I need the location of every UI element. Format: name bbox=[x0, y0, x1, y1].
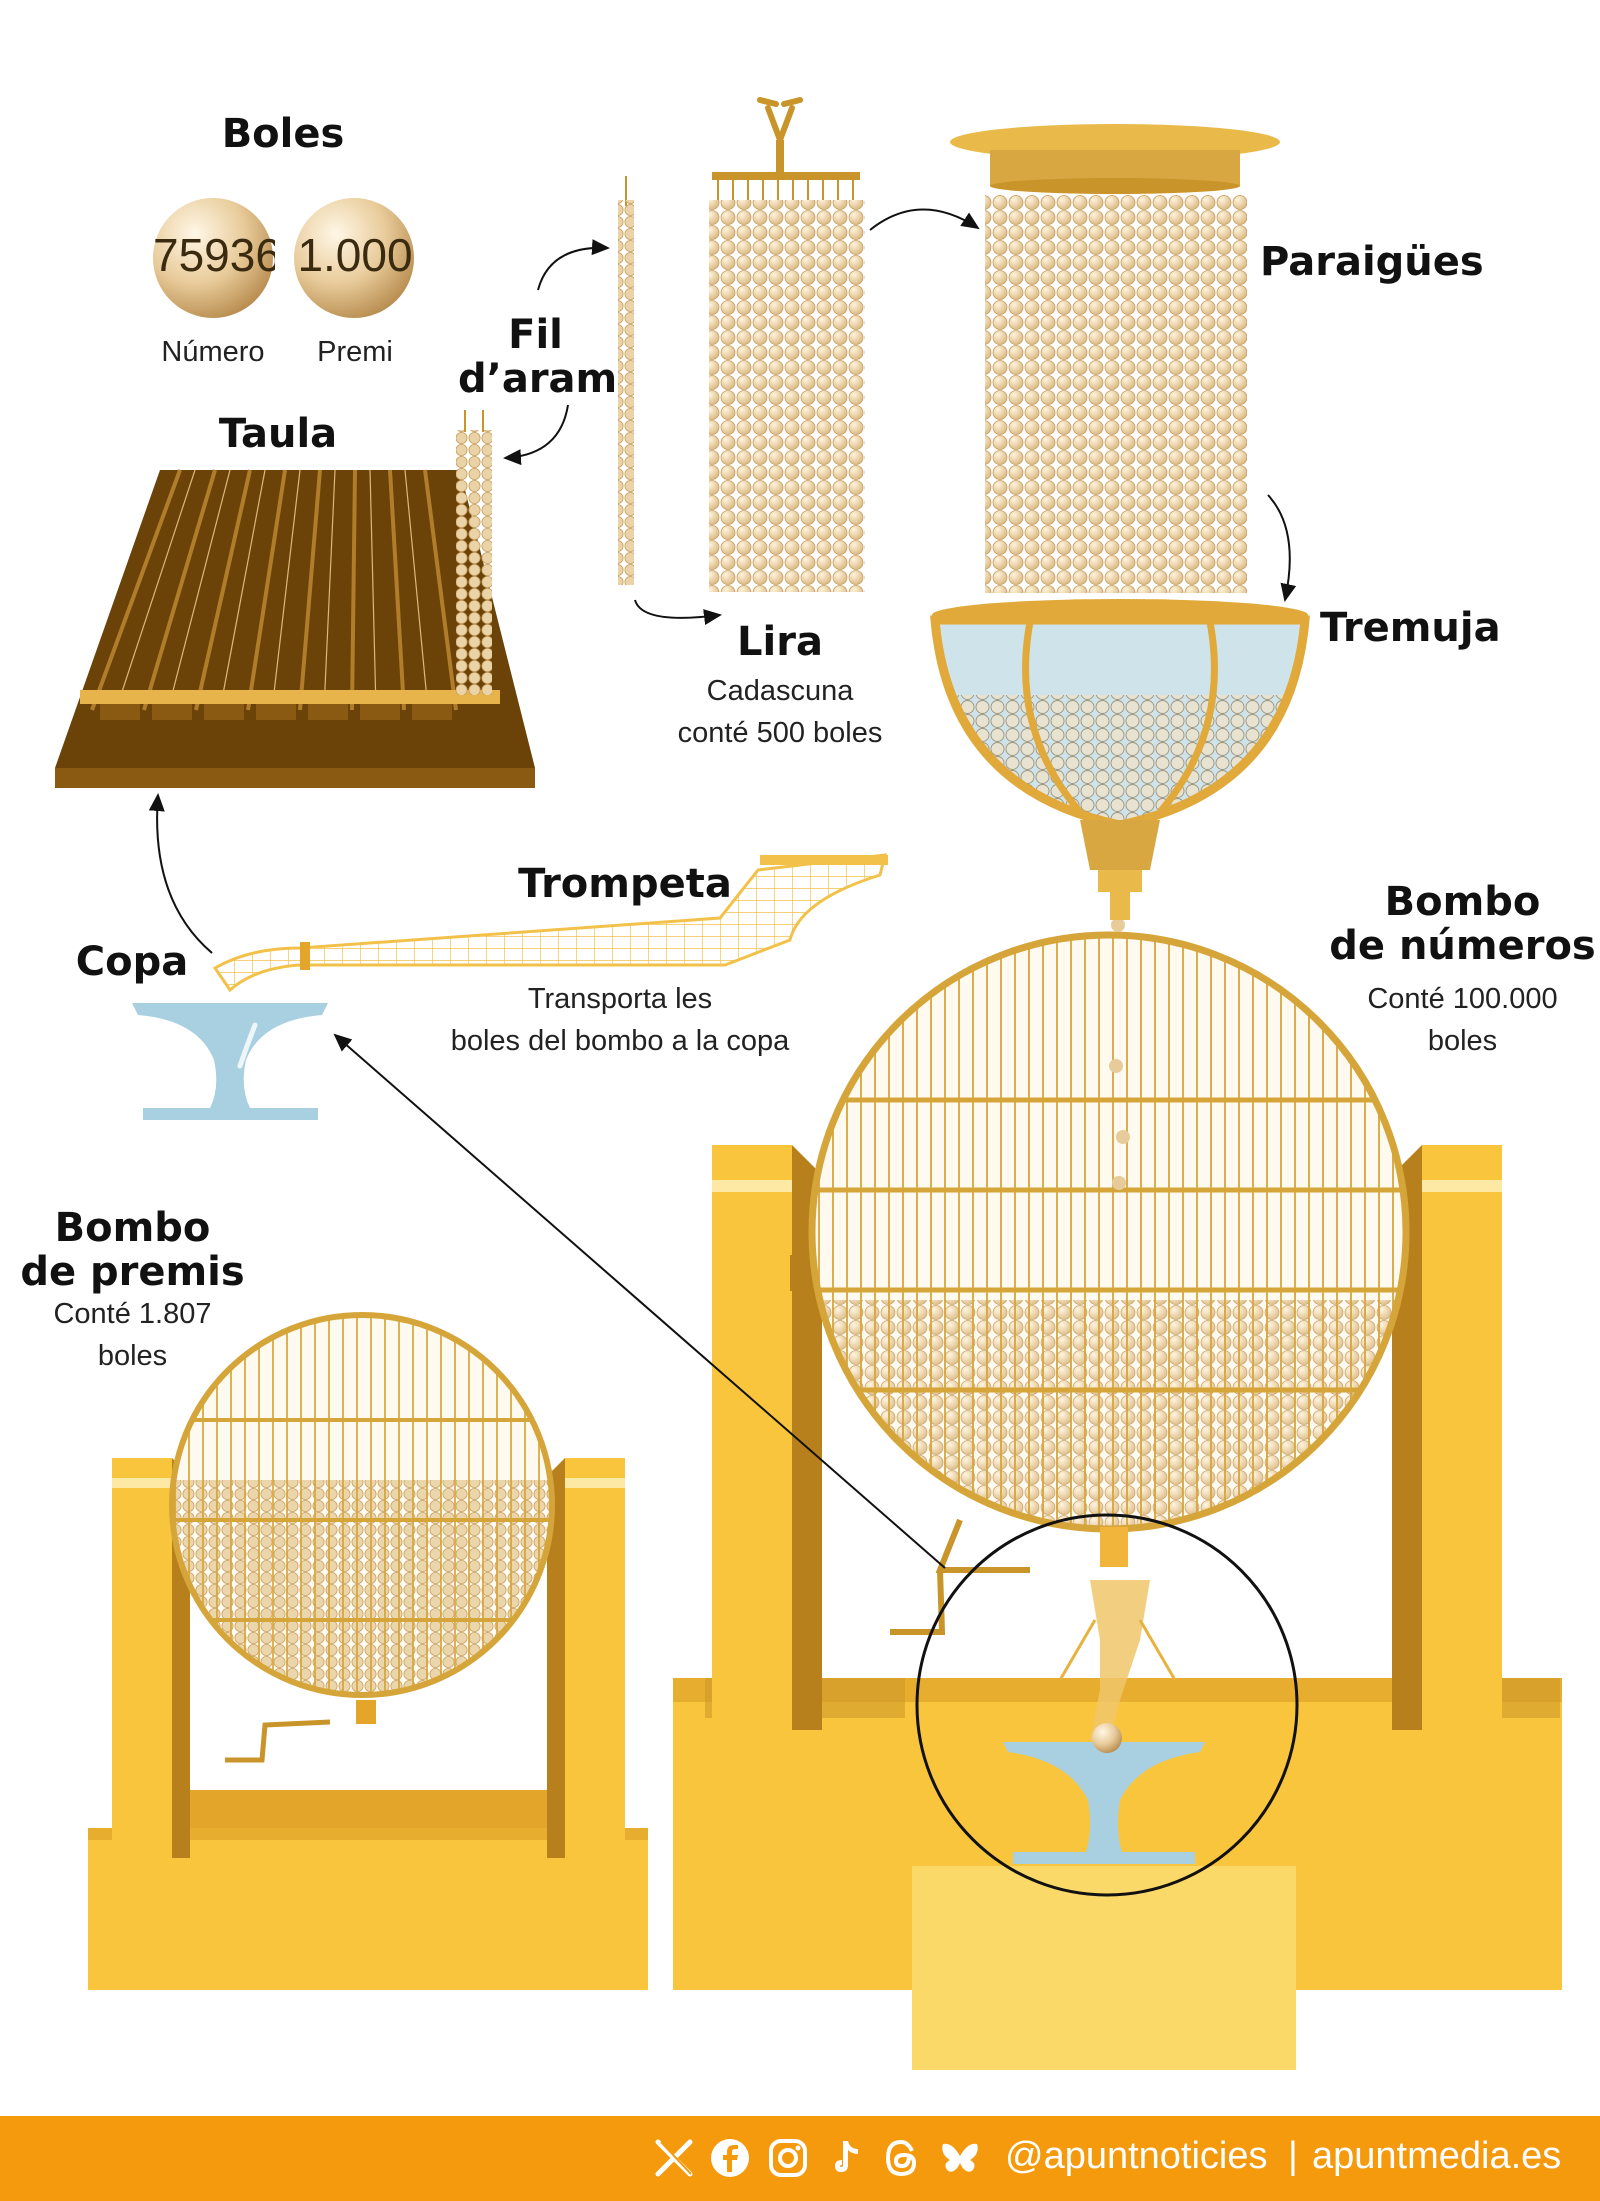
boles-balls bbox=[153, 198, 414, 318]
trompeta-caption-line2: boles del bombo a la copa bbox=[450, 1025, 790, 1057]
numero-label: Número bbox=[161, 336, 265, 368]
copa-illustration bbox=[132, 1003, 328, 1120]
trompeta-caption-line1: Transporta les bbox=[527, 983, 713, 1015]
tremuja-title: Tremuja bbox=[1320, 605, 1501, 651]
bombo-numeros-caption-line2: boles bbox=[1427, 1025, 1498, 1057]
facebook-icon[interactable] bbox=[708, 2136, 752, 2180]
bombo-premis-caption-line1: Conté 1.807 bbox=[53, 1298, 212, 1330]
bombo-numeros-title-line2: de números bbox=[1329, 923, 1596, 969]
footer-separator: | bbox=[1288, 2135, 1298, 2177]
numero-ball-value: 75936 bbox=[153, 229, 275, 281]
lira-caption-line2: conté 500 boles bbox=[677, 717, 883, 749]
premi-label: Premi bbox=[317, 336, 393, 368]
instagram-icon[interactable] bbox=[766, 2136, 810, 2180]
footer-bar: @apuntnoticies | apuntmedia.es bbox=[0, 2116, 1600, 2201]
premi-ball-value: 1.000 bbox=[297, 229, 413, 281]
paraigues-illustration bbox=[950, 124, 1280, 593]
bluesky-icon[interactable] bbox=[938, 2136, 982, 2180]
bombo-numeros-title-line1: Bombo bbox=[1384, 879, 1541, 925]
paraigues-title: Paraigües bbox=[1260, 239, 1484, 285]
bombo-premis-machine bbox=[88, 1312, 648, 1990]
bombo-premis-title-line2: de premis bbox=[20, 1249, 245, 1295]
taula-illustration bbox=[55, 410, 535, 788]
taula-title: Taula bbox=[218, 411, 338, 457]
trompeta-illustration bbox=[212, 853, 888, 993]
tremuja-illustration bbox=[930, 599, 1310, 920]
bombo-numeros-machine bbox=[673, 918, 1562, 2070]
flow-arrows bbox=[148, 208, 1297, 1569]
lira-caption-line1: Cadascuna bbox=[706, 675, 854, 707]
fil-title-line2: d’aram bbox=[458, 356, 618, 402]
bombo-premis-title-line1: Bombo bbox=[54, 1205, 211, 1251]
tiktok-icon[interactable] bbox=[824, 2136, 868, 2180]
fil-aram-wire bbox=[618, 176, 634, 585]
trompeta-title: Trompeta bbox=[518, 861, 732, 907]
bombo-numeros-caption-line1: Conté 100.000 bbox=[1367, 983, 1558, 1015]
copa-title: Copa bbox=[75, 939, 189, 985]
bombo-premis-caption-line2: boles bbox=[97, 1340, 168, 1372]
threads-icon[interactable] bbox=[880, 2136, 924, 2180]
fil-title-line1: Fil bbox=[508, 312, 563, 358]
lira-title: Lira bbox=[737, 619, 823, 665]
lira-illustration bbox=[709, 97, 865, 592]
footer-site[interactable]: apuntmedia.es bbox=[1312, 2135, 1562, 2177]
x-icon[interactable] bbox=[652, 2136, 696, 2180]
boles-title: Boles bbox=[221, 111, 345, 157]
footer-handle[interactable]: @apuntnoticies bbox=[1005, 2135, 1268, 2177]
